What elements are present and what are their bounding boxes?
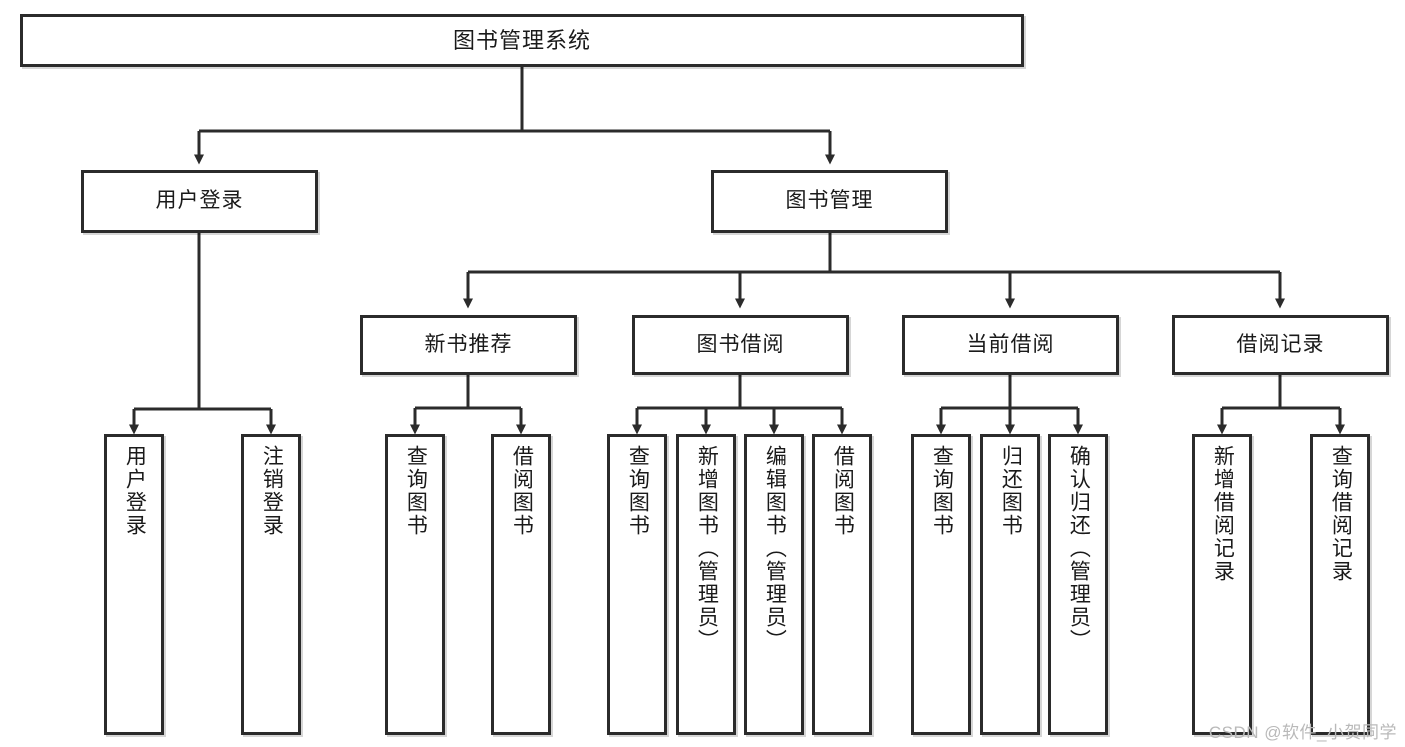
node-user-login[interactable]: 用户登录 <box>81 170 318 233</box>
leaf-borrow-book-newbook-label: 借阅图书 <box>510 445 534 537</box>
node-book-management[interactable]: 图书管理 <box>711 170 948 233</box>
leaf-borrow-book-borrow[interactable]: 借阅图书 <box>812 434 872 735</box>
leaf-confirm-return-admin[interactable]: 确认归还（管理员） <box>1048 434 1108 735</box>
leaf-borrow-book-borrow-label: 借阅图书 <box>831 445 855 537</box>
node-root[interactable]: 图书管理系统 <box>20 14 1024 67</box>
node-book-borrow-label: 图书借阅 <box>696 332 785 356</box>
csdn-watermark: CSDN @软件_小贺同学 <box>1208 723 1397 742</box>
node-new-book-recommend-label: 新书推荐 <box>424 332 513 356</box>
node-new-book-recommend[interactable]: 新书推荐 <box>360 315 577 375</box>
node-borrow-record-label: 借阅记录 <box>1236 332 1325 356</box>
leaf-query-book-current[interactable]: 查询图书 <box>911 434 971 735</box>
leaf-add-book-admin-label: 新增图书（管理员） <box>695 445 719 652</box>
leaf-query-book-current-label: 查询图书 <box>930 445 954 537</box>
leaf-query-book-newbook[interactable]: 查询图书 <box>385 434 445 735</box>
leaf-user-login[interactable]: 用户登录 <box>104 434 164 735</box>
leaf-query-book-newbook-label: 查询图书 <box>404 445 428 537</box>
node-current-borrow-label: 当前借阅 <box>966 332 1055 356</box>
leaf-confirm-return-admin-label: 确认归还（管理员） <box>1067 445 1091 652</box>
node-book-borrow[interactable]: 图书借阅 <box>632 315 849 375</box>
leaf-add-borrow-record[interactable]: 新增借阅记录 <box>1192 434 1252 735</box>
leaf-query-book-borrow[interactable]: 查询图书 <box>607 434 667 735</box>
leaf-query-book-borrow-label: 查询图书 <box>626 445 650 537</box>
leaf-query-borrow-record[interactable]: 查询借阅记录 <box>1310 434 1370 735</box>
leaf-edit-book-admin[interactable]: 编辑图书（管理员） <box>744 434 804 735</box>
leaf-borrow-book-newbook[interactable]: 借阅图书 <box>491 434 551 735</box>
node-root-label: 图书管理系统 <box>452 27 591 53</box>
leaf-user-login-label: 用户登录 <box>123 445 147 537</box>
node-book-management-label: 图书管理 <box>785 189 874 213</box>
leaf-add-borrow-record-label: 新增借阅记录 <box>1211 445 1235 583</box>
leaf-edit-book-admin-label: 编辑图书（管理员） <box>763 445 787 652</box>
leaf-return-book[interactable]: 归还图书 <box>980 434 1040 735</box>
leaf-logout-label: 注销登录 <box>260 445 284 537</box>
node-current-borrow[interactable]: 当前借阅 <box>902 315 1119 375</box>
leaf-add-book-admin[interactable]: 新增图书（管理员） <box>676 434 736 735</box>
leaf-logout[interactable]: 注销登录 <box>241 434 301 735</box>
leaf-query-borrow-record-label: 查询借阅记录 <box>1329 445 1353 583</box>
node-user-login-label: 用户登录 <box>155 189 244 213</box>
node-borrow-record[interactable]: 借阅记录 <box>1172 315 1389 375</box>
leaf-return-book-label: 归还图书 <box>999 445 1023 537</box>
